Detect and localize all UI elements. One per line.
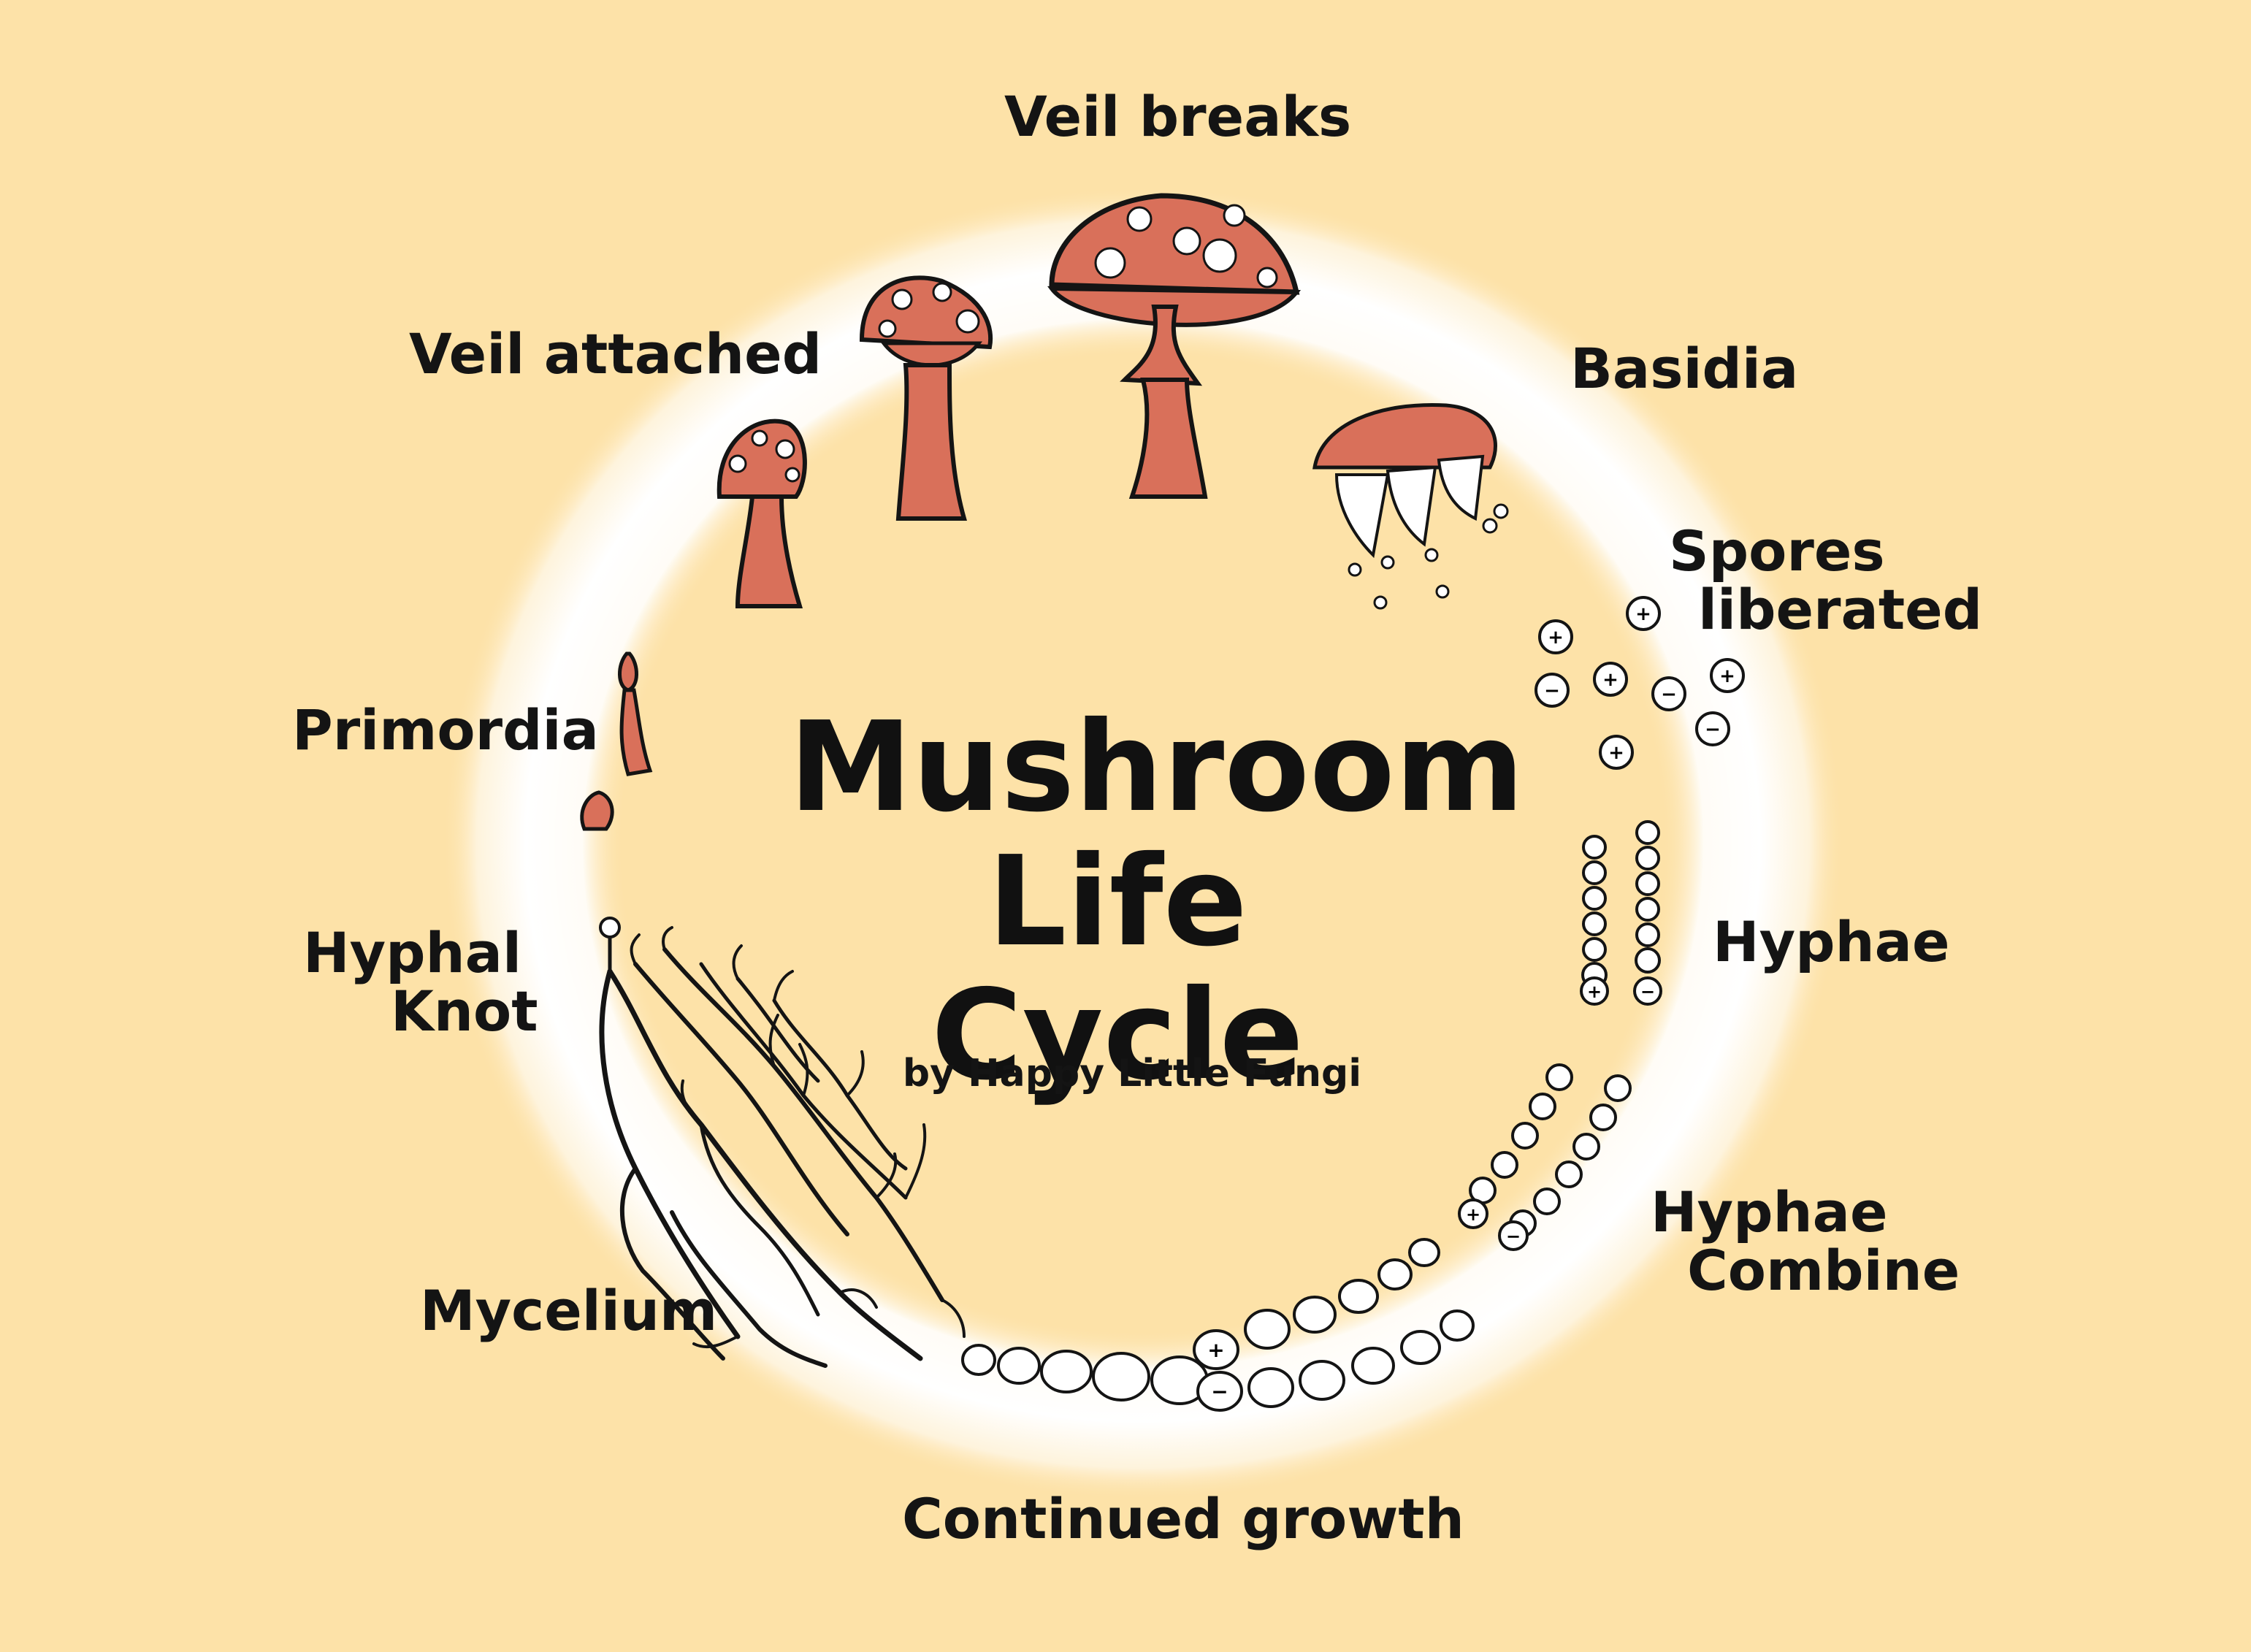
label-continued-growth: Continued growth	[902, 1490, 1464, 1548]
spore-minus: −	[1697, 713, 1729, 745]
label-hyphal-knot: Hyphal Knot	[303, 924, 537, 1041]
minus-icon: −	[1211, 1380, 1228, 1404]
spore-plus: +	[1600, 736, 1632, 768]
spore-plus: +	[1711, 659, 1743, 692]
label-hyphal-knot-line-1: Hyphal	[303, 924, 537, 982]
spore-minus: −	[1653, 678, 1685, 710]
minus-icon: −	[1544, 680, 1560, 702]
label-spores-liberated-line-2: liberated	[1669, 581, 1976, 639]
label-spores-liberated-line-1: Spores	[1669, 522, 1976, 581]
label-hyphae-combine: Hyphae Combine	[1651, 1183, 1957, 1300]
spore-plus: +	[1627, 597, 1659, 630]
plus-icon: +	[1466, 1204, 1480, 1225]
label-mycelium: Mycelium	[420, 1282, 717, 1340]
spore-plus: +	[1594, 663, 1627, 695]
label-primordia: Primordia	[292, 701, 599, 760]
plus-icon: +	[1602, 669, 1618, 691]
diagram-title: Mushroom Life Cycle	[789, 701, 1446, 1104]
label-veil-attached: Veil attached	[409, 325, 822, 383]
minus-icon: −	[1705, 719, 1721, 741]
plus-icon: +	[1587, 982, 1602, 1002]
minus-icon: −	[1640, 982, 1655, 1002]
plus-icon: +	[1719, 665, 1735, 687]
title-line-1: Mushroom	[789, 701, 1446, 835]
plus-icon: +	[1207, 1338, 1224, 1362]
label-hyphal-knot-line-2: Knot	[303, 982, 537, 1041]
label-spores-liberated: Spores liberated	[1669, 522, 1976, 639]
label-hyphae-combine-line-1: Hyphae	[1651, 1183, 1957, 1242]
minus-icon: −	[1661, 684, 1677, 705]
label-veil-breaks: Veil breaks	[1004, 88, 1351, 146]
label-hyphae: Hyphae	[1713, 913, 1949, 971]
plus-icon: +	[1548, 627, 1564, 649]
spore-minus: −	[1536, 674, 1568, 706]
plus-icon: +	[1608, 742, 1624, 764]
minus-icon: −	[1506, 1226, 1521, 1247]
byline: by Happy Little Fungi	[876, 1052, 1388, 1095]
label-basidia: Basidia	[1570, 340, 1798, 398]
spore-plus: +	[1540, 621, 1572, 653]
label-hyphae-combine-line-2: Combine	[1651, 1242, 1957, 1300]
plus-icon: +	[1635, 603, 1651, 625]
